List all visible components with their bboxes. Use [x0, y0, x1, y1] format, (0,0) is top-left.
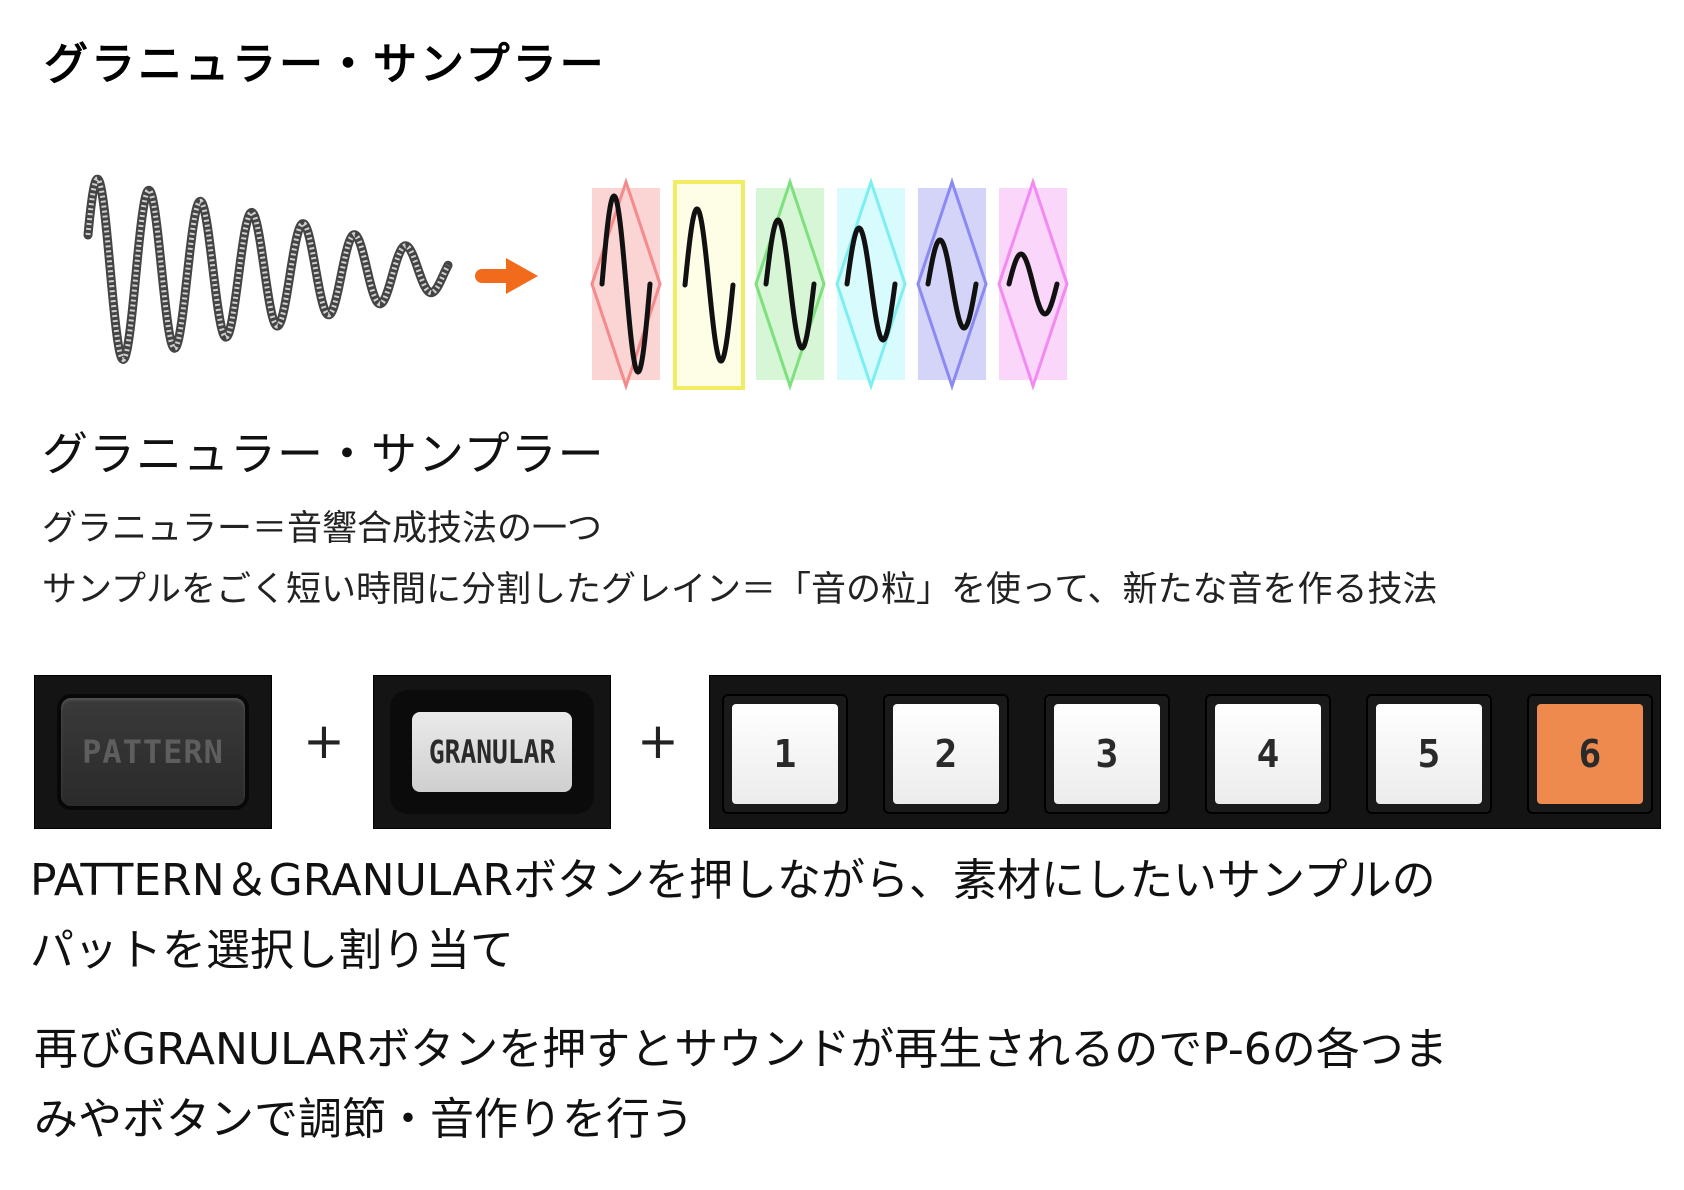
- definition-text: グラニュラー＝音響合成技法の一つ: [42, 509, 603, 549]
- pad-label: 3: [1095, 732, 1119, 776]
- grain-6: [997, 177, 1069, 391]
- instruction-line-1: PATTERN＆GRANULARボタンを押しながら、素材にしたいサンプルの: [30, 855, 1436, 906]
- pad-label: 2: [934, 732, 958, 776]
- pad-2[interactable]: 2: [883, 694, 1009, 814]
- pad-face: 2: [893, 704, 999, 804]
- pad-face: 4: [1215, 704, 1321, 804]
- grain-4: [835, 177, 907, 391]
- grain-3: [754, 177, 826, 391]
- granular-diagram: [83, 174, 1069, 391]
- pad-label: 4: [1256, 732, 1280, 776]
- source-waveform: [83, 174, 453, 364]
- waveform-outline: [83, 174, 453, 364]
- pattern-button-label: PATTERN: [82, 733, 224, 771]
- grain-2: [673, 180, 745, 390]
- page-title: グラニュラー・サンプラー: [44, 39, 607, 90]
- granular-button-panel: GRANULAR: [373, 675, 611, 829]
- pad-4[interactable]: 4: [1205, 694, 1331, 814]
- grain-5: [916, 177, 988, 391]
- pad-face: 6: [1537, 704, 1643, 804]
- granular-button-label: GRANULAR: [428, 733, 556, 771]
- instruction-line-2: パットを選択し割り当て: [30, 925, 514, 976]
- arrow-right-icon: [475, 258, 538, 294]
- granular-button[interactable]: GRANULAR: [390, 690, 594, 814]
- pad-1[interactable]: 1: [722, 694, 848, 814]
- instruction-line-4: みやボタンで調節・音作りを行う: [34, 1094, 694, 1145]
- pad-5[interactable]: 5: [1366, 694, 1492, 814]
- pad-face: 3: [1054, 704, 1160, 804]
- description-text: サンプルをごく短い時間に分割したグレイン＝「音の粒」を使って、新たな音を作る技法: [42, 570, 1438, 610]
- concept-heading: グラニュラー・サンプラー: [42, 427, 605, 481]
- pad-label: 6: [1578, 732, 1602, 776]
- pad-face: 1: [732, 704, 838, 804]
- pad-row: 1 2 3 4 5 6: [709, 675, 1661, 829]
- pad-3[interactable]: 3: [1044, 694, 1170, 814]
- grain-1: [590, 177, 662, 391]
- plus-sign: +: [303, 712, 345, 770]
- pad-face: 5: [1376, 704, 1482, 804]
- pattern-button-panel: PATTERN: [34, 675, 272, 829]
- grain-sequence: [590, 177, 1069, 391]
- instruction-line-3: 再びGRANULARボタンを押すとサウンドが再生されるのでP-6の各つま: [34, 1024, 1448, 1075]
- pad-label: 1: [773, 732, 797, 776]
- pad-label: 5: [1417, 732, 1441, 776]
- plus-sign: +: [637, 712, 679, 770]
- pad-6[interactable]: 6: [1527, 694, 1653, 814]
- pattern-button[interactable]: PATTERN: [57, 694, 249, 810]
